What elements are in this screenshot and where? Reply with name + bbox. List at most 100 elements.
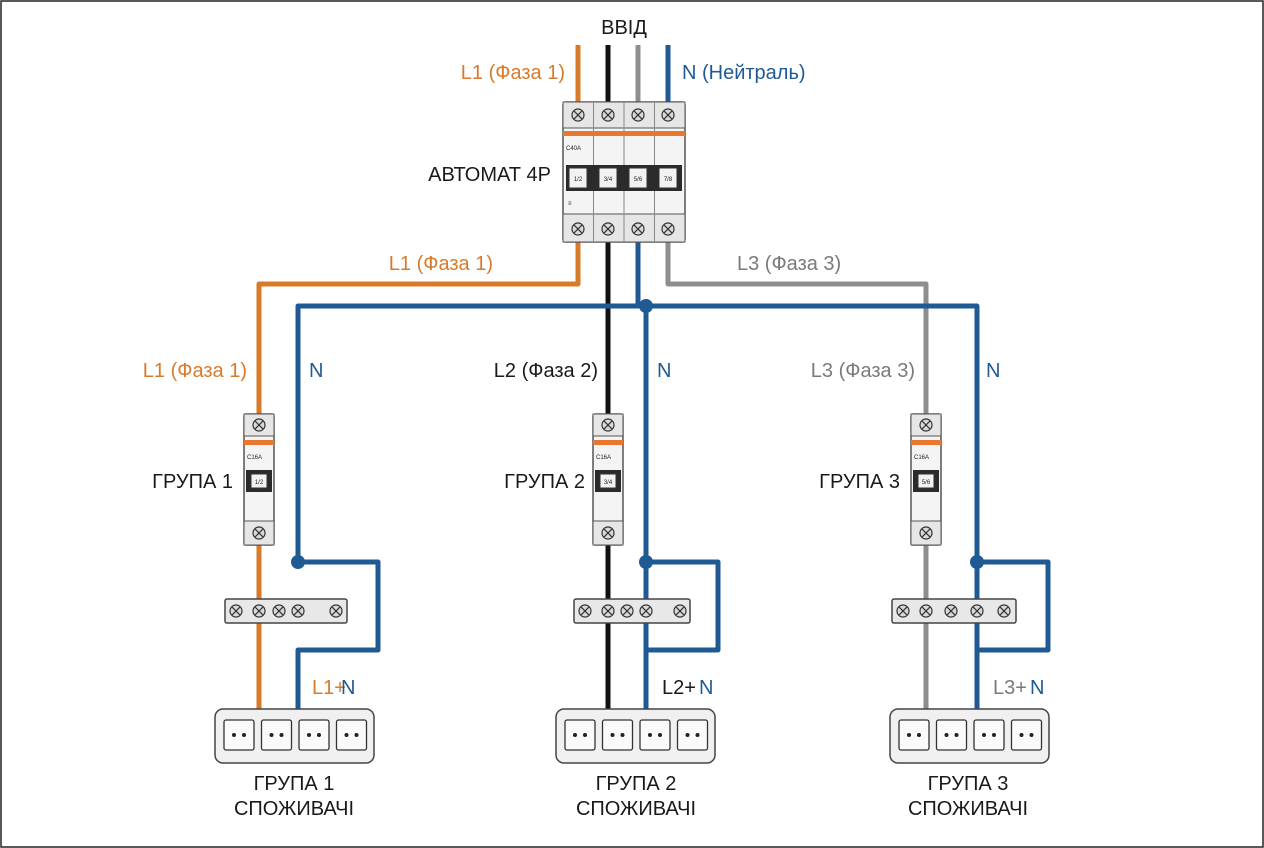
main-breaker-pole-switch[interactable]: 7/8 [658,167,678,189]
terminal-screw [673,604,687,618]
socket[interactable] [335,719,368,751]
main-breaker-pole-mark: 1/2 [574,177,583,183]
group-2-outlet-n-label: N [699,677,713,699]
main-breaker-bottom-screw [661,222,675,236]
terminal-screw [919,604,933,618]
main-breaker-pole-switch[interactable]: 1/2 [568,167,588,189]
main-breaker-bottom-screw [571,222,585,236]
group-breaker-pole-mark: 5/6 [922,480,931,486]
l1-bus-label: L1 (Фаза 1) [389,253,493,275]
terminal-screw [272,604,286,618]
terminal-screw [620,604,634,618]
terminal-screw [291,604,305,618]
socket[interactable] [676,719,709,751]
outlet-strip-group-1 [214,708,375,764]
n-junction-group2 [639,555,653,569]
input-label: ВВІД [601,17,647,39]
main-breaker-top-screw [661,108,675,122]
main-breaker-menu-mark: ≡ [568,201,572,207]
group-breaker-3: C16A 5/6 [910,413,942,546]
main-breaker-rating: C40A [566,146,581,152]
wire-n-group3-loop [977,559,1051,653]
group-breaker-switch[interactable]: 5/6 [917,473,935,489]
socket[interactable] [564,719,596,751]
terminal-screw [252,604,266,618]
group-2-consumers-subtitle: СПОЖИВАЧІ [576,798,696,820]
socket[interactable] [898,719,930,751]
group-breaker-switch[interactable]: 1/2 [250,473,268,489]
wire-l1-bus [256,242,581,416]
l1-input-label: L1 (Фаза 1) [461,62,565,84]
group-1-outlet-n-label: N [341,677,355,699]
group-breaker-rating: C16A [914,455,929,461]
main-breaker-pole-mark: 5/6 [634,177,643,183]
main-breaker-pole-mark: 3/4 [604,177,613,183]
group-breaker-rating: C16A [247,455,262,461]
group-1-phase-label: L1 (Фаза 1) [143,360,247,382]
terminal-screw [944,604,958,618]
main-breaker-top-screw [571,108,585,122]
group-3-breaker-label: ГРУПА 3 [819,471,900,493]
socket[interactable] [1010,719,1043,751]
group-breaker-rating: C16A [596,455,611,461]
main-breaker-bottom-screw [601,222,615,236]
group-breaker-top-screw [919,418,933,432]
terminal-screw [229,604,243,618]
group-breaker-top-screw [252,418,266,432]
socket[interactable] [260,719,293,751]
group-1-consumers-title: ГРУПА 1 [254,773,335,795]
group-breaker-pole-mark: 3/4 [604,480,613,486]
socket[interactable] [935,719,968,751]
terminal-screw [578,604,592,618]
n-junction-main [639,299,653,313]
terminal-blocks [224,598,1017,624]
group-3-outlet-n-label: N [1030,677,1044,699]
n-junctions [291,299,984,569]
wire-n-group2-loop [646,559,721,653]
group-2-breaker-label: ГРУПА 2 [504,471,585,493]
outlet-strip-group-3 [889,708,1050,764]
main-breaker-label: АВТОМАТ 4P [428,164,551,186]
group-breakers: C16A 1/2 C16A 3/4 C16A 5/6 [243,413,942,546]
group-breaker-bottom-screw [919,526,933,540]
group-breaker-pole-mark: 1/2 [255,480,264,486]
group-2-n-label: N [657,360,671,382]
terminal-screw [997,604,1011,618]
n-input-label: N (Нейтраль) [682,62,806,84]
main-breaker-pole-switch[interactable]: 3/4 [598,167,618,189]
group-1-consumers-subtitle: СПОЖИВАЧІ [234,798,354,820]
group-3-n-label: N [986,360,1000,382]
group-1-n-label: N [309,360,323,382]
terminal-block-group-2 [573,598,691,624]
terminal-screw [601,604,615,618]
group-3-consumers-title: ГРУПА 3 [928,773,1009,795]
wire-l3-bus [665,242,929,416]
socket[interactable] [639,719,671,751]
group-breaker-bottom-screw [601,526,615,540]
terminal-screw [329,604,343,618]
group-2-consumers-title: ГРУПА 2 [596,773,677,795]
socket[interactable] [298,719,330,751]
outlet-strip-group-2 [555,708,716,764]
group-3-phase-label: L3 (Фаза 3) [811,360,915,382]
group-2-outlet-label: L2+ [662,677,696,699]
terminal-screw [970,604,984,618]
group-1-breaker-label: ГРУПА 1 [152,471,233,493]
group-1-outlet-label: L1+ [312,677,346,699]
socket[interactable] [973,719,1005,751]
l3-bus-label: L3 (Фаза 3) [737,253,841,275]
socket[interactable] [223,719,255,751]
group-breaker-top-screw [601,418,615,432]
group-breaker-2: C16A 3/4 [592,413,624,546]
group-breaker-switch[interactable]: 3/4 [599,473,617,489]
terminal-screw [896,604,910,618]
socket[interactable] [601,719,634,751]
outlet-groups [214,708,1050,764]
main-breaker-bottom-screw [631,222,645,236]
main-breaker-4p: C40A ≡ 1/2 3/4 5/6 7/8 [562,101,686,243]
main-breaker-top-screw [601,108,615,122]
main-breaker-pole-switch[interactable]: 5/6 [628,167,648,189]
